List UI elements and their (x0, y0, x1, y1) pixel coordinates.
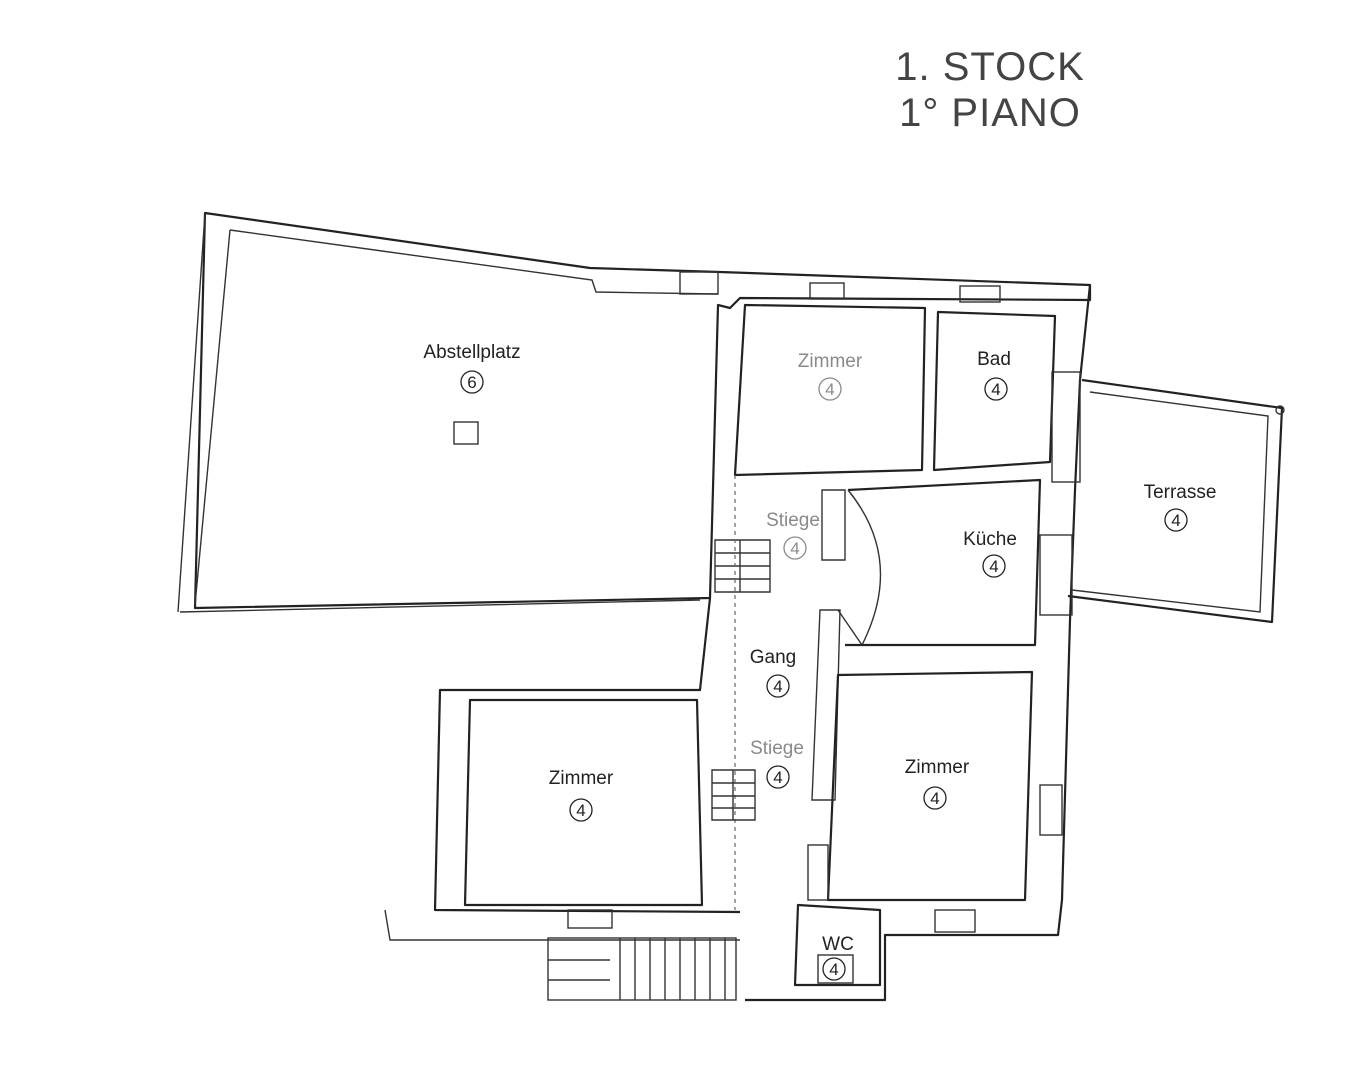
room-stiege-lower-number: 4 (773, 768, 782, 787)
room-gang-number: 4 (773, 677, 782, 696)
room-kueche-name: Küche (963, 529, 1017, 550)
stiege-lower-steps (711, 769, 756, 821)
room-stiege-lower-name: Stiege (750, 738, 804, 759)
room-wc-name: WC (822, 934, 854, 955)
wc-outline (793, 903, 882, 987)
room-stiege-upper-name: Stiege (766, 510, 820, 531)
windows-top (679, 271, 1001, 303)
zimmer-top-outline (733, 303, 927, 477)
room-kueche-number: 4 (989, 557, 998, 576)
terrasse-outline (1067, 378, 1284, 624)
room-zimmer-top: Zimmer 4 (798, 351, 863, 401)
abstellplatz-outline (177, 211, 1092, 613)
room-gang: Gang 4 (750, 647, 796, 698)
room-gang-name: Gang (750, 647, 796, 668)
room-zimmer-top-name: Zimmer (798, 351, 863, 372)
room-zimmer-top-number: 4 (825, 380, 834, 399)
room-stiege-upper-number: 4 (790, 539, 799, 558)
kueche-outline (845, 478, 1042, 647)
room-abstellplatz: Abstellplatz 6 (423, 342, 521, 394)
room-terrasse-name: Terrasse (1144, 482, 1217, 503)
room-bad: Bad 4 (977, 349, 1011, 401)
room-wc-number: 4 (829, 960, 838, 979)
room-zimmer-left: Zimmer 4 (549, 768, 614, 822)
room-zimmer-right: Zimmer 4 (905, 757, 970, 810)
outer-right-wall (745, 284, 1092, 1002)
floor-title-german: 1. STOCK (895, 45, 1085, 89)
room-wc: WC 4 (822, 934, 854, 981)
room-zimmer-right-number: 4 (930, 789, 939, 808)
zimmer-left-outline (463, 698, 704, 907)
room-bad-number: 4 (991, 380, 1000, 399)
gang-wall-left (433, 597, 741, 914)
room-abstellplatz-number: 6 (467, 373, 476, 392)
stiege-upper-steps (714, 539, 771, 593)
room-zimmer-right-name: Zimmer (905, 757, 970, 778)
bad-outline (932, 310, 1057, 472)
room-stiege-upper: Stiege 4 (766, 510, 820, 560)
room-zimmer-left-number: 4 (576, 801, 585, 820)
room-terrasse-number: 4 (1171, 511, 1180, 530)
room-bad-name: Bad (977, 349, 1011, 370)
bottom-stairs (547, 937, 737, 1001)
room-abstellplatz-name: Abstellplatz (423, 342, 520, 363)
room-kueche: Küche 4 (963, 529, 1017, 578)
floor-title-italian: 1° PIANO (899, 91, 1081, 135)
floor-title: 1. STOCK 1° PIANO (830, 44, 1150, 136)
room-zimmer-left-name: Zimmer (549, 768, 614, 789)
room-terrasse: Terrasse 4 (1144, 482, 1217, 532)
zimmer-right-outline (826, 670, 1034, 902)
room-stiege-lower: Stiege 4 (750, 738, 804, 789)
